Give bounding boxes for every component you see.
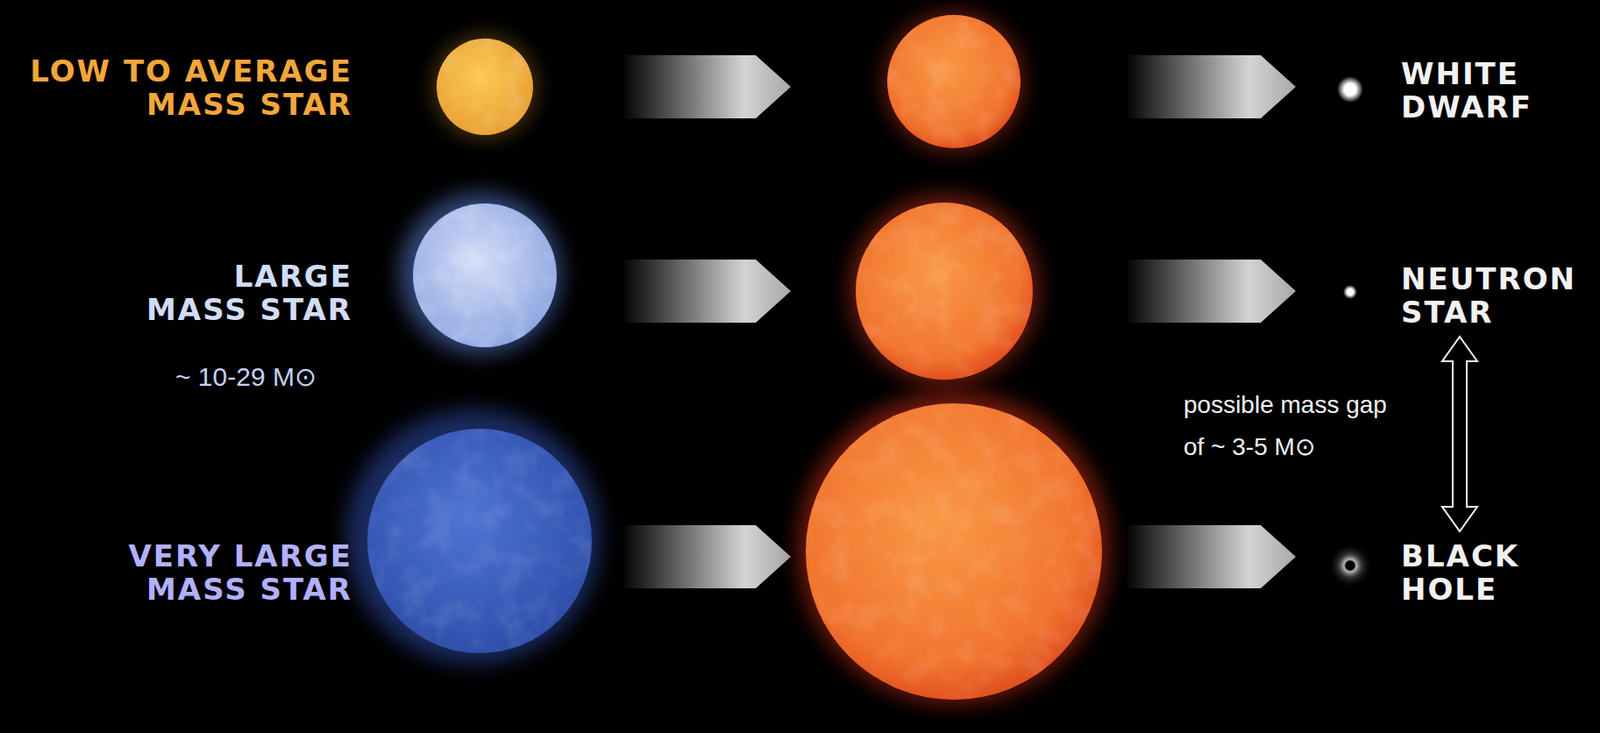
red-supergiant <box>855 202 1033 380</box>
black-hole-glow <box>1336 551 1365 580</box>
black-hole <box>1337 553 1363 578</box>
star-glow <box>797 391 1110 704</box>
very-large-mass-star <box>367 428 592 654</box>
large-mass-star <box>412 203 557 348</box>
remnant-label: WHITE DWARF <box>1400 56 1590 124</box>
star-texture <box>805 403 1103 700</box>
star-glow <box>399 192 562 355</box>
double-arrow <box>1442 336 1478 532</box>
star-glow <box>883 11 1024 152</box>
node-text: LARGE MASS STAR <box>131 259 353 327</box>
stage-arrow <box>1127 55 1296 119</box>
star-label: LOW TO AVERAGE MASS STAR <box>3 54 353 121</box>
star-texture <box>887 14 1021 149</box>
star-glow <box>849 194 1039 384</box>
red-hypergiant <box>805 403 1103 700</box>
stage-arrow <box>624 525 791 589</box>
star-texture <box>412 203 557 348</box>
red-giant <box>887 14 1021 149</box>
stage-arrow <box>624 55 791 119</box>
neutron-star <box>1343 284 1358 299</box>
remnant-label: BLACK HOLE <box>1400 539 1590 606</box>
star-texture <box>855 202 1033 380</box>
white-dwarf <box>1336 76 1364 103</box>
stage-arrow <box>1127 259 1296 323</box>
star-texture <box>367 428 592 654</box>
low-mass-star <box>436 38 534 136</box>
node-text: BLACK HOLE <box>1400 539 1590 606</box>
mass-range: ~ 10-29 M⊙ <box>175 361 317 392</box>
star-label: LARGE MASS STAR <box>131 259 353 327</box>
stage-arrow <box>1127 525 1296 589</box>
node-text: NEUTRON STAR <box>1400 262 1590 329</box>
stage-arrow <box>624 259 791 323</box>
node-text: LOW TO AVERAGE MASS STAR <box>3 54 353 121</box>
star-glow <box>346 409 601 664</box>
star-texture <box>436 38 534 136</box>
edge-label: possible mass gap of ~ 3-5 M⊙ <box>1183 384 1403 469</box>
node-text: VERY LARGE MASS STAR <box>54 539 353 606</box>
star-label: VERY LARGE MASS STAR <box>54 539 353 606</box>
star-glow <box>433 35 536 138</box>
node-text: WHITE DWARF <box>1400 56 1590 124</box>
remnant-label: NEUTRON STAR <box>1400 262 1590 329</box>
